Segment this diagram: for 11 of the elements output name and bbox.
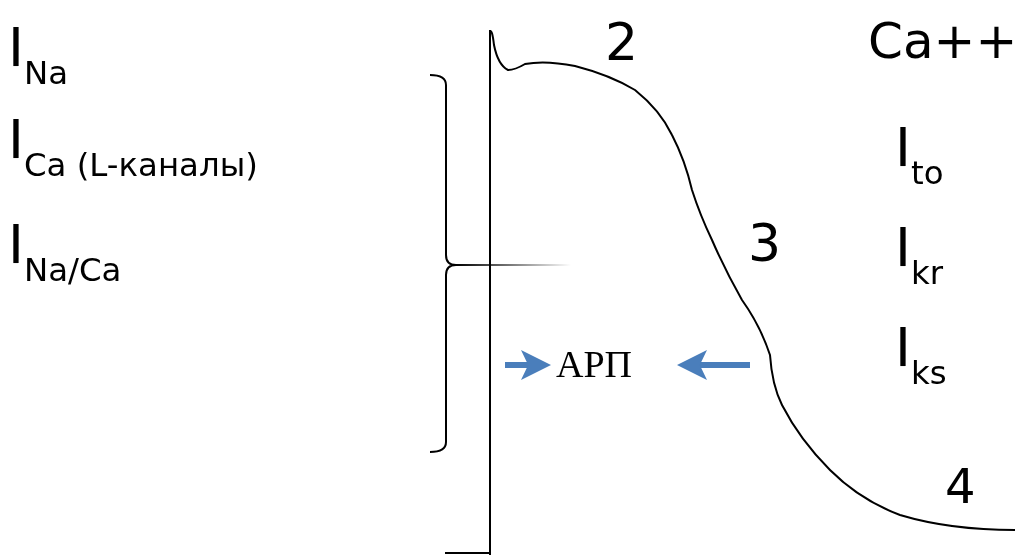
current-label: I$_{Na}$ — [8, 18, 69, 92]
current-label: I$_{Na/Ca}$ — [8, 215, 122, 289]
current-label: I$_{kr}$ — [895, 218, 943, 292]
phase-number: 4 — [945, 460, 976, 513]
phase-number: 2 — [605, 14, 639, 72]
current-label: I$_{ks}$ — [895, 318, 947, 392]
current-label: I$_{Ca (L-каналы)}$ — [8, 110, 258, 184]
period-label: АРП — [556, 344, 633, 386]
ion-label: Ca++ — [868, 14, 1018, 69]
phase-number: 3 — [748, 215, 782, 273]
current-label: I$_{to}$ — [895, 118, 944, 192]
